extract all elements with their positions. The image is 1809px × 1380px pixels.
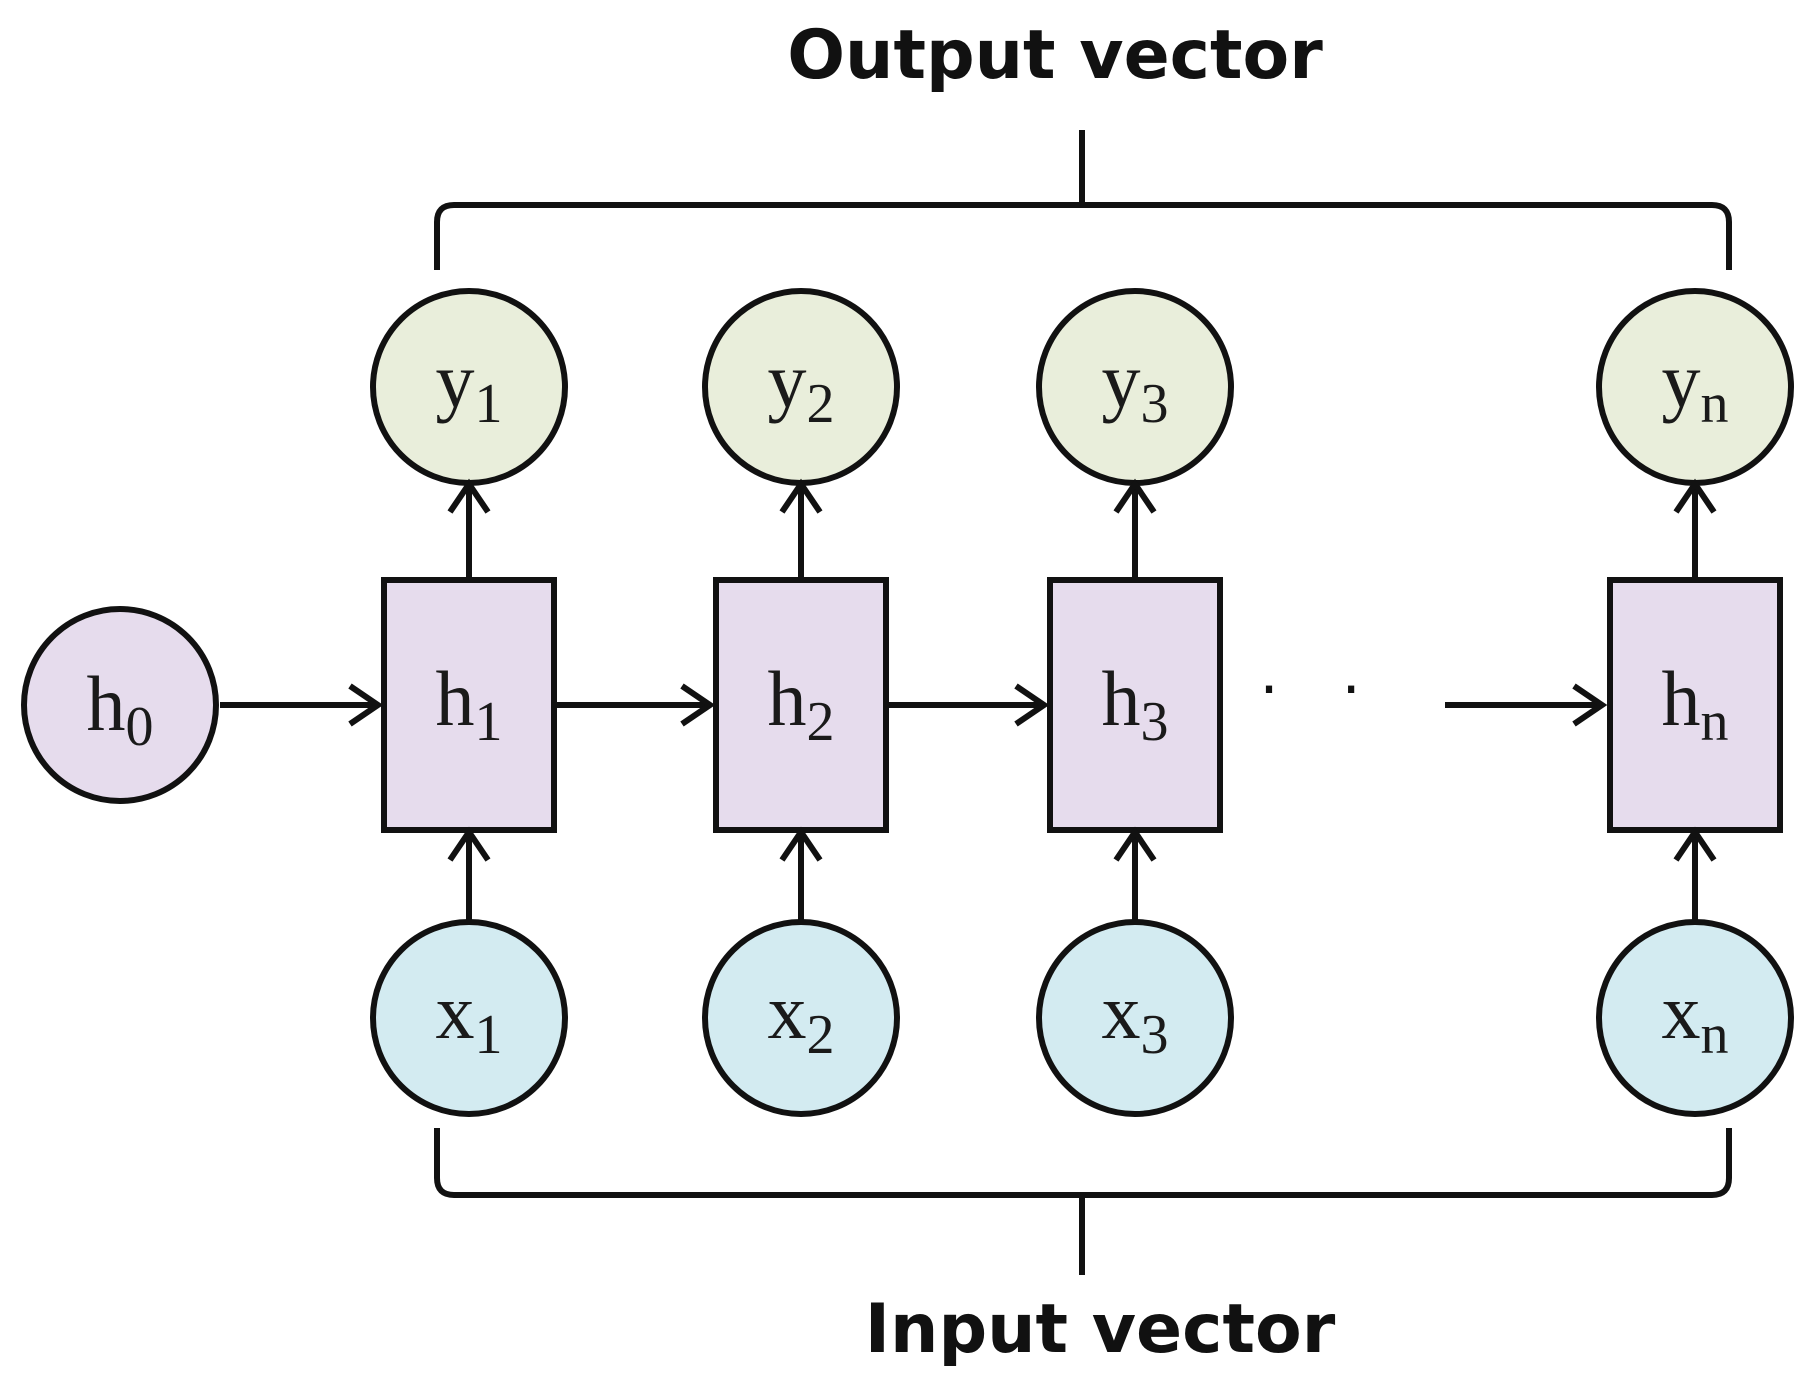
hidden-node-h3: h3 <box>1047 577 1223 833</box>
hidden-subscript: 2 <box>807 691 835 753</box>
input-subscript: 3 <box>1141 1004 1169 1066</box>
hidden-node-h1: h1 <box>381 577 557 833</box>
hidden-base: h <box>1102 655 1141 742</box>
hidden-node-hn: hn <box>1607 577 1783 833</box>
svg-text:h3: h3 <box>1102 655 1169 753</box>
initial-state-subscript: 0 <box>126 696 154 758</box>
time-step-1: y1 h1 x1 <box>370 288 568 1117</box>
output-subscript: 1 <box>475 373 503 435</box>
time-step-2: y2 h2 x2 <box>702 288 900 1117</box>
time-step-3: y3 h3 x3 <box>1036 288 1234 1117</box>
svg-text:y3: y3 <box>1102 337 1169 435</box>
hidden-subscript: 1 <box>475 691 503 753</box>
output-base: y <box>1662 337 1701 424</box>
output-node-yn: yn <box>1596 288 1794 486</box>
hidden-base: h <box>768 655 807 742</box>
svg-text:x3: x3 <box>1102 968 1169 1066</box>
input-subscript: 2 <box>807 1004 835 1066</box>
input-base: x <box>1662 968 1701 1055</box>
input-base: x <box>768 968 807 1055</box>
input-node-xn: xn <box>1596 919 1794 1117</box>
recurrent-arrows <box>220 683 1608 727</box>
svg-text:xn: xn <box>1662 968 1729 1066</box>
svg-text:x2: x2 <box>768 968 835 1066</box>
output-base: y <box>768 337 807 424</box>
svg-text:yn: yn <box>1662 337 1729 435</box>
input-node-x3: x3 <box>1036 919 1234 1117</box>
input-subscript: n <box>1701 1004 1729 1066</box>
hidden-subscript: n <box>1701 691 1729 753</box>
output-base: y <box>1102 337 1141 424</box>
input-base: x <box>1102 968 1141 1055</box>
svg-text:h2: h2 <box>768 655 835 753</box>
input-node-x2: x2 <box>702 919 900 1117</box>
svg-text:y2: y2 <box>768 337 835 435</box>
input-vector-label: Input vector <box>865 1290 1336 1369</box>
input-bracket <box>434 1128 1732 1275</box>
input-node-x1: x1 <box>370 919 568 1117</box>
output-vector-label: Output vector <box>787 16 1323 95</box>
input-subscript: 1 <box>475 1004 503 1066</box>
hidden-node-h2: h2 <box>713 577 889 833</box>
output-bracket <box>434 130 1732 270</box>
hidden-subscript: 3 <box>1141 691 1169 753</box>
output-subscript: n <box>1701 373 1729 435</box>
output-subscript: 2 <box>807 373 835 435</box>
output-node-y1: y1 <box>370 288 568 486</box>
hidden-base: h <box>1662 655 1701 742</box>
svg-text:y1: y1 <box>436 337 503 435</box>
svg-text:h1: h1 <box>436 655 503 753</box>
initial-state-base: h <box>87 660 126 747</box>
svg-text:h0: h0 <box>87 660 154 758</box>
output-base: y <box>436 337 475 424</box>
svg-text:x1: x1 <box>436 968 503 1066</box>
output-node-y3: y3 <box>1036 288 1234 486</box>
output-node-y2: y2 <box>702 288 900 486</box>
hidden-base: h <box>436 655 475 742</box>
input-base: x <box>436 968 475 1055</box>
initial-state-node: h0 <box>21 606 219 804</box>
output-subscript: 3 <box>1141 373 1169 435</box>
svg-text:hn: hn <box>1662 655 1729 753</box>
time-step-n: yn hn xn <box>1596 288 1794 1117</box>
